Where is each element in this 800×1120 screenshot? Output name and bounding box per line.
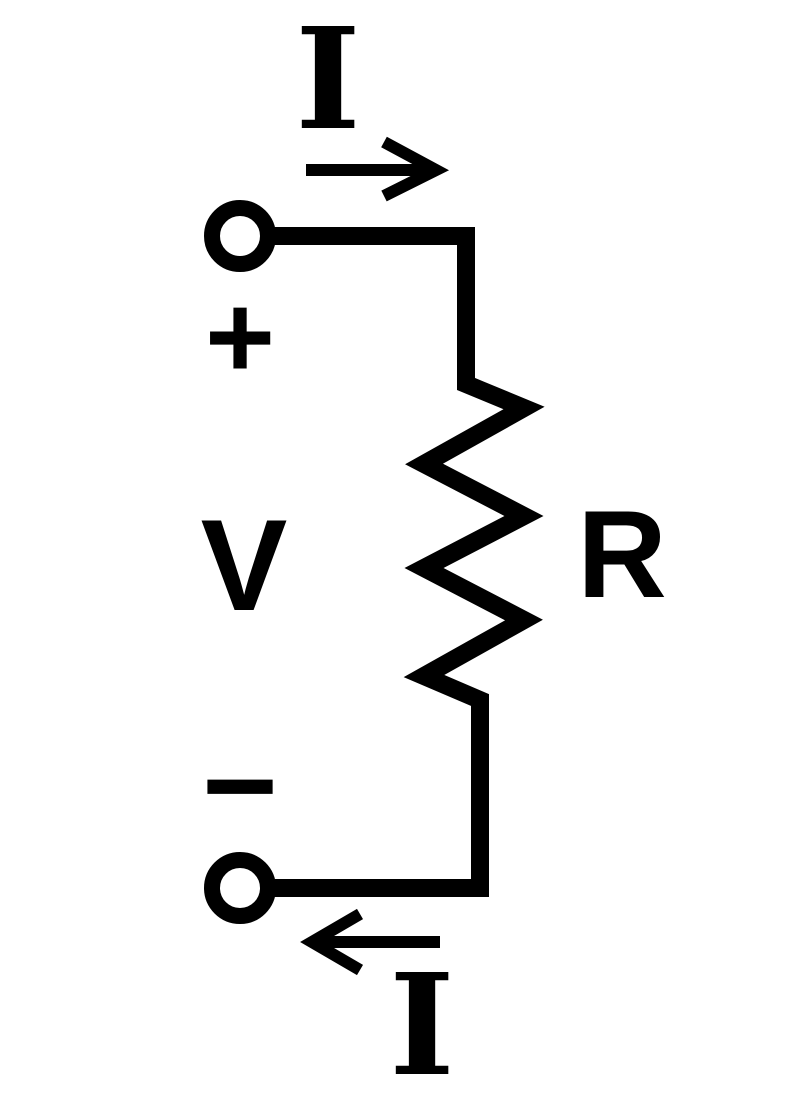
plus-sign: + xyxy=(205,270,275,404)
circuit-wire xyxy=(268,227,545,897)
current-label-bottom: I xyxy=(389,944,455,1108)
current-arrow-top-icon xyxy=(306,136,450,202)
voltage-label: V xyxy=(201,492,288,638)
current-arrow-bottom-icon xyxy=(300,908,440,976)
minus-sign: − xyxy=(202,712,278,858)
current-label-top: I xyxy=(295,0,361,162)
negative-terminal xyxy=(204,852,276,924)
resistance-label: R xyxy=(577,486,667,624)
arrow-head-bottom xyxy=(300,908,364,976)
arrow-head-top xyxy=(381,136,450,202)
positive-terminal xyxy=(204,200,276,272)
